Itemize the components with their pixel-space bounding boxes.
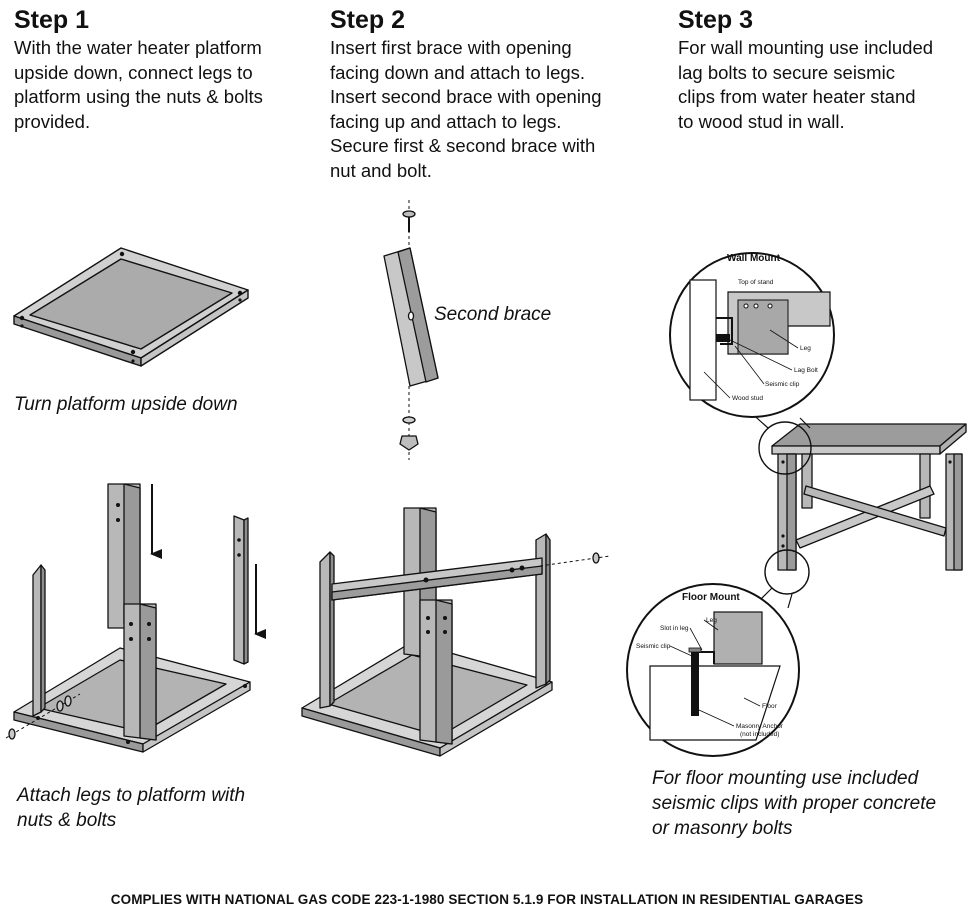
cross-brace-a (795, 485, 935, 549)
platform-upside-down-illustration (13, 247, 249, 367)
stand-leg-left (319, 551, 331, 709)
attach-legs-line: nuts & bolts (17, 810, 117, 831)
top-bolt-head (402, 210, 416, 218)
step-3-title: Step 3 (678, 6, 754, 34)
masonry-anchor (691, 652, 699, 716)
floor-mounting-line: or masonry bolts (652, 818, 793, 839)
label-not-included: (not included) (740, 731, 779, 738)
step-2-instructions: Insert first brace with opening facing d… (330, 36, 602, 183)
step-2-line: facing up and attach to legs. (330, 110, 562, 132)
turn-platform-caption: Turn platform upside down (14, 394, 238, 415)
attach-legs-caption: Attach legs to platform with nuts & bolt… (17, 783, 245, 833)
label-leg: Leg (800, 345, 811, 352)
step-2-line: facing down and attach to legs. (330, 61, 586, 83)
platform-bolt-holes (19, 251, 243, 363)
step-2-line: Insert first brace with opening (330, 37, 572, 58)
step-1-line: provided. (14, 110, 91, 132)
washer (56, 700, 64, 712)
platform-right-rim (140, 289, 249, 367)
label-floor-leg: Leg (706, 617, 717, 624)
label-slot-in-leg: Slot in leg (660, 625, 689, 632)
label-wood-stud: Wood stud (732, 395, 763, 402)
wall-mount-zoom-circle (758, 421, 812, 475)
step-2-title: Step 2 (330, 6, 406, 34)
floor-mount-inset: Floor Mount Leg Slot in leg Seismic clip… (626, 583, 800, 757)
attach-legs-line: Attach legs to platform with (17, 785, 246, 806)
label-floor-seismic-clip: Seismic clip (636, 643, 671, 650)
label-floor: Floor (762, 703, 778, 710)
bolt-guide-line (5, 693, 81, 739)
step-3-instructions: For wall mounting use included lag bolts… (678, 36, 933, 134)
bolt-head (8, 728, 16, 740)
label-masonry-anchor: Masonry Anchor (736, 723, 784, 730)
second-brace-illustration (383, 200, 439, 460)
step-3-line: to wood stud in wall. (678, 110, 845, 132)
floor-leg (713, 611, 763, 665)
floor-mount-zoom-circle (764, 549, 810, 595)
floor-mount-title: Floor Mount (682, 592, 740, 603)
label-lag-bolt: Lag Bolt (794, 367, 818, 374)
step-1-title: Step 1 (14, 6, 90, 34)
compliance-footer: COMPLIES WITH NATIONAL GAS CODE 223-1-19… (110, 892, 864, 907)
step-2-line: Insert second brace with opening (330, 86, 602, 107)
second-brace-caption: Second brace (434, 304, 552, 325)
label-top-of-stand: Top of stand (738, 279, 774, 286)
wall-seismic-clip (716, 317, 733, 345)
platform-inner-panel (29, 258, 233, 350)
step-1-instructions: With the water heater platform upside do… (14, 36, 263, 134)
floor-mounting-line: seismic clips with proper concrete (652, 793, 937, 814)
attach-legs-illustration (5, 483, 266, 753)
assembled-stand-illustration (747, 409, 967, 609)
wall-mount-title: Wall Mount (727, 253, 781, 264)
step-2-line: nut and bolt. (330, 159, 432, 181)
wood-stud (689, 279, 717, 401)
floor-mounting-line: For floor mounting use included (652, 768, 919, 789)
step-2-line: Secure first & second brace with (330, 135, 596, 156)
bottom-nut (399, 435, 419, 451)
floor-mounting-caption: For floor mounting use included seismic … (652, 766, 936, 841)
label-seismic-clip: Seismic clip (765, 381, 800, 388)
lag-bolt (716, 334, 730, 342)
step-3-line: For wall mounting use included (678, 37, 934, 58)
stand-leg-right (535, 533, 547, 689)
step-3-line: clips from water heater stand (678, 86, 916, 107)
leg-left (32, 564, 42, 717)
bottom-washer (402, 416, 416, 424)
floor-slab (649, 665, 781, 741)
step-1-line: upside down, connect legs to (14, 61, 253, 83)
nut (64, 695, 72, 707)
step-1-line: With the water heater platform (14, 37, 262, 58)
wall-mount-inset: Wall Mount Top of stand Leg Lag Bolt Sei… (669, 252, 835, 418)
stand-with-brace-illustration (301, 507, 611, 757)
step-3-line: lag bolts to secure seismic (678, 61, 895, 83)
cross-brace-b (803, 485, 947, 537)
step-1-line: platform using the nuts & bolts (14, 86, 263, 107)
